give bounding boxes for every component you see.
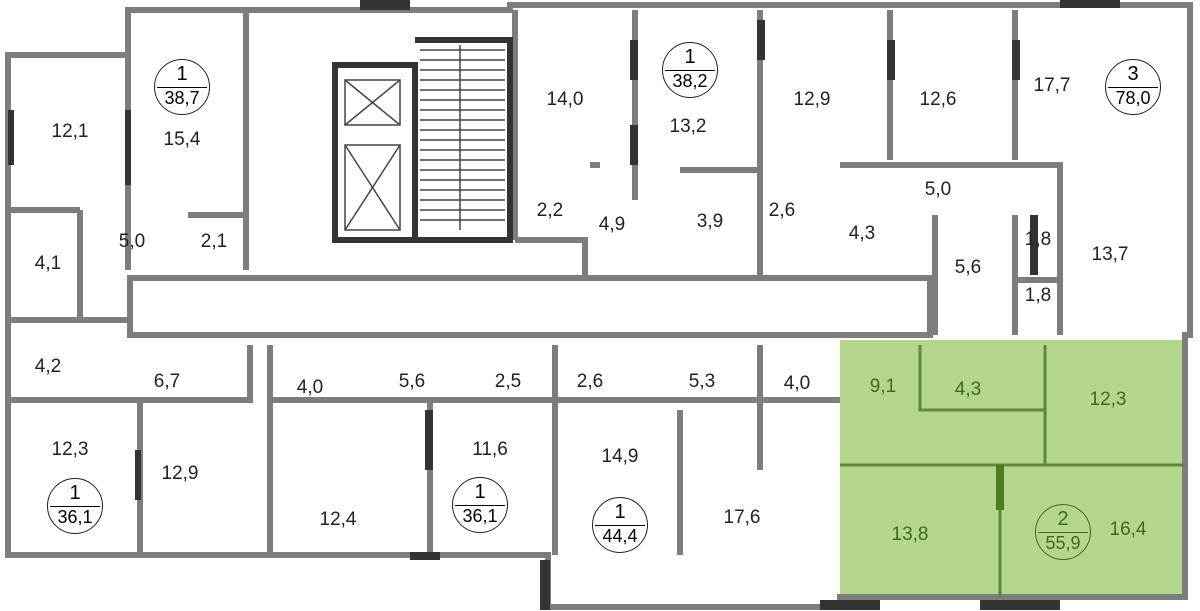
room-area: 4,1 (34, 253, 62, 274)
room-area: 5,0 (924, 179, 952, 200)
badge-divider (1038, 532, 1088, 533)
room-area: 5,6 (954, 257, 982, 278)
room-area: 14,0 (546, 89, 584, 110)
badge-divider (157, 87, 207, 88)
room-area: 4,9 (598, 214, 626, 235)
room-count: 1 (614, 501, 626, 523)
room-area: 4,3 (848, 223, 876, 244)
room-count: 2 (1057, 508, 1069, 530)
room-area: 4,3 (954, 379, 982, 400)
room-area: 9,1 (869, 376, 897, 397)
apartment-area: 78,0 (1115, 88, 1151, 108)
room-area: 4,0 (296, 377, 324, 398)
room-area: 2,1 (200, 231, 228, 252)
apartment-area: 36,1 (462, 506, 498, 526)
badge-divider (455, 505, 505, 506)
apartment-area: 36,1 (57, 507, 93, 527)
room-area: 4,2 (34, 356, 62, 377)
apartment-area: 38,7 (164, 88, 200, 108)
room-area: 11,6 (472, 439, 508, 460)
room-count: 1 (69, 482, 81, 504)
apartment-area: 38,2 (672, 71, 708, 91)
room-area: 2,6 (576, 371, 604, 392)
room-count: 1 (176, 63, 188, 85)
room-area: 6,7 (153, 371, 181, 392)
room-count: 3 (1127, 63, 1139, 85)
room-area: 17,6 (723, 507, 761, 528)
highlighted-apartment-fill[interactable] (840, 340, 1185, 597)
badge-divider (595, 525, 645, 526)
room-area: 12,1 (51, 121, 89, 142)
room-area: 13,7 (1091, 244, 1129, 265)
apartment-area: 44,4 (602, 526, 638, 546)
room-area: 5,6 (398, 371, 426, 392)
room-area: 2,5 (494, 371, 522, 392)
room-area: 13,2 (669, 116, 707, 137)
room-area: 14,9 (601, 446, 639, 467)
room-area: 2,6 (768, 200, 796, 221)
room-area: 12,4 (319, 509, 357, 530)
room-area: 1,8 (1024, 285, 1052, 306)
room-area: 17,7 (1033, 75, 1071, 96)
room-area: 12,9 (161, 463, 199, 484)
room-count: 1 (684, 46, 696, 68)
room-area: 12,3 (51, 439, 89, 460)
badge-divider (50, 506, 100, 507)
apartment-area: 55,9 (1045, 533, 1081, 553)
room-area: 1,8 (1024, 229, 1052, 250)
room-count: 1 (474, 481, 486, 503)
room-area: 5,3 (688, 371, 716, 392)
room-area: 15,4 (163, 129, 201, 150)
badge-divider (1108, 87, 1158, 88)
room-area: 12,9 (793, 89, 831, 110)
room-area: 5,0 (118, 231, 146, 252)
room-area: 12,6 (919, 89, 957, 110)
room-area: 16,4 (1109, 519, 1147, 540)
room-area: 2,2 (536, 200, 564, 221)
badge-divider (665, 70, 715, 71)
room-area: 12,3 (1089, 389, 1127, 410)
room-area: 3,9 (696, 211, 724, 232)
room-area: 13,8 (891, 524, 929, 545)
room-area: 4,0 (783, 373, 811, 394)
